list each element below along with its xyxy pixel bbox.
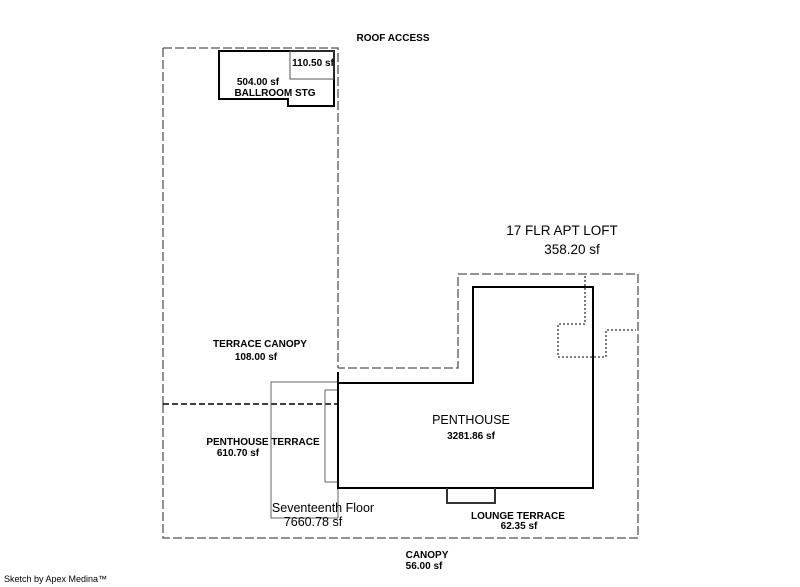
terrace-canopy-name-label: TERRACE CANOPY <box>213 339 307 350</box>
ballroom-stg-small-box <box>289 50 335 80</box>
roof-access-label: ROOF ACCESS <box>357 33 430 44</box>
penthouse-area-label: 3281.86 sf <box>447 431 495 442</box>
terrace-canopy-outline <box>162 47 339 404</box>
penthouse-terrace-outline <box>270 381 339 519</box>
floor-area-label: 7660.78 sf <box>284 515 343 529</box>
loft-area-label: 358.20 sf <box>544 242 600 257</box>
lounge-name-label: LOUNGE TERRACE <box>471 511 565 522</box>
terrace-canopy-area-label: 108.00 sf <box>235 352 278 363</box>
stg-name-label: BALLROOM STG <box>234 88 315 99</box>
stg-small-area-label: 110.50 sf <box>292 58 334 69</box>
penthouse-name-label: PENTHOUSE <box>432 413 510 427</box>
pent-terrace-name-label: PENTHOUSE TERRACE <box>206 437 320 448</box>
loft-name-label: 17 FLR APT LOFT <box>506 223 618 238</box>
penthouse-outline <box>337 286 594 489</box>
sketch-credit: Sketch by Apex Medina™ <box>4 574 108 584</box>
canopy-area-label: 56.00 sf <box>406 561 443 572</box>
stg-area-label: 504.00 sf <box>237 77 280 88</box>
canopy-name-label: CANOPY <box>406 550 449 561</box>
lounge-area-label: 62.35 sf <box>501 521 538 532</box>
floor-outline <box>162 273 639 539</box>
pent-terrace-area-label: 610.70 sf <box>217 448 260 459</box>
apt-loft-outline <box>557 276 636 358</box>
lounge-terrace-outline <box>446 488 496 504</box>
floor-name-label: Seventeenth Floor <box>272 501 374 515</box>
